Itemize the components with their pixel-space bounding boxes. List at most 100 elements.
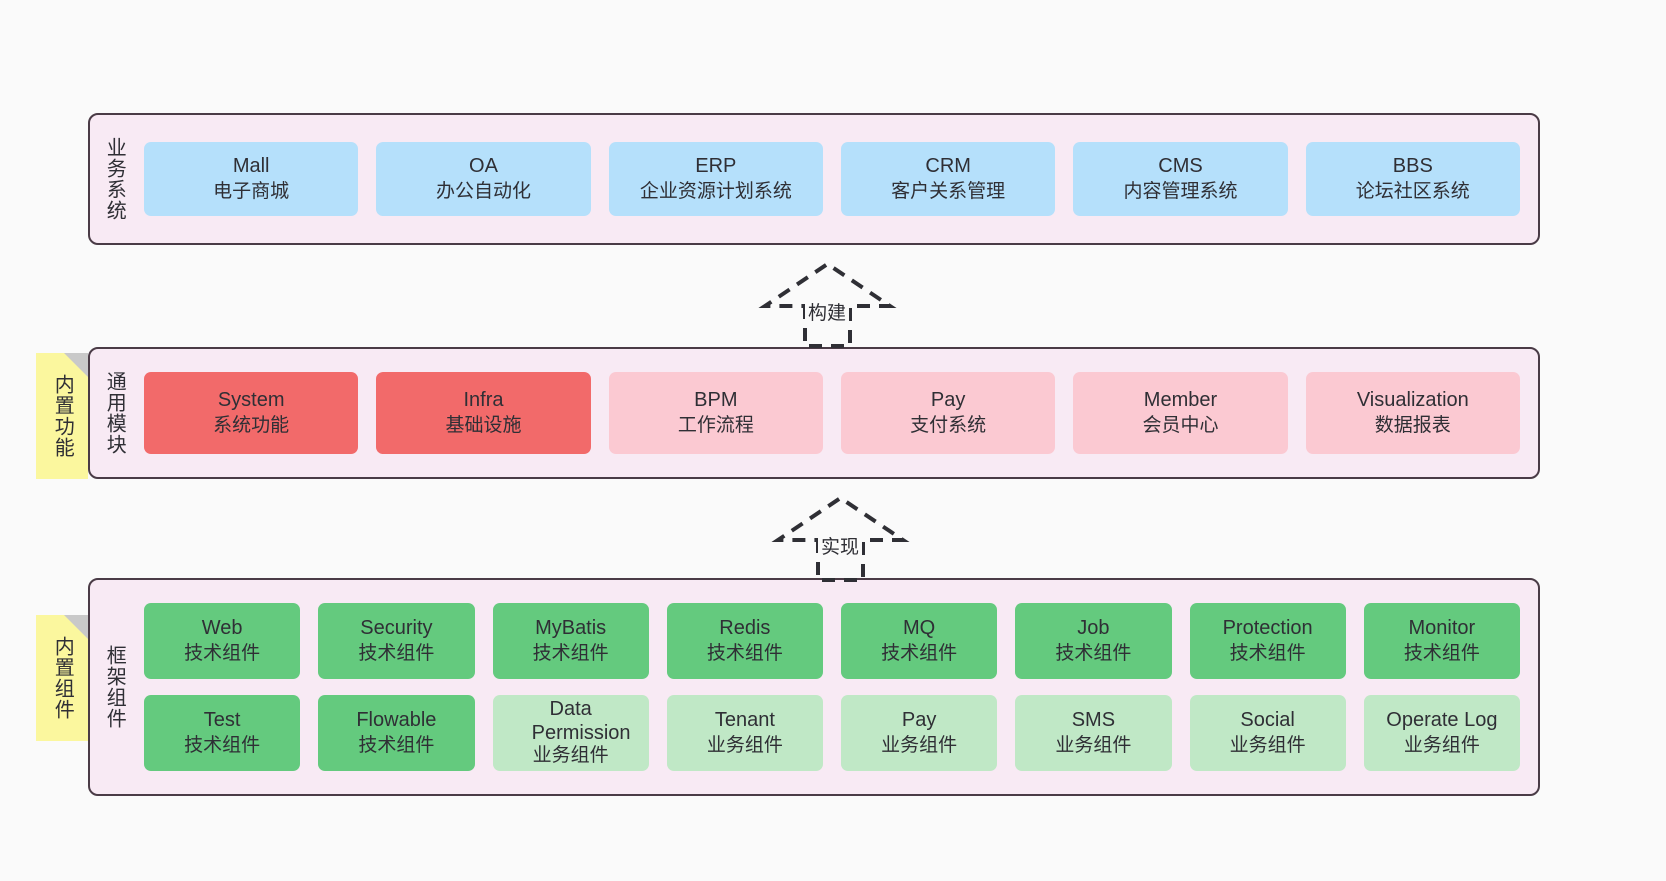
- node-monitor[interactable]: Monitor 技术组件: [1363, 603, 1520, 679]
- node-title: MQ: [903, 617, 936, 640]
- node-row: Test 技术组件 Flowable 技术组件 Data Permission …: [144, 695, 1520, 771]
- layer-label-common-modules: 通用模块: [103, 371, 126, 455]
- node-title: Monitor: [1408, 617, 1476, 640]
- node-tenant[interactable]: Tenant 业务组件: [666, 695, 823, 771]
- node-flowable[interactable]: Flowable 技术组件: [318, 695, 475, 771]
- node-title: CRM: [925, 155, 971, 178]
- sticky-note-label: 内置功能: [51, 374, 74, 458]
- node-title: Test: [203, 709, 241, 732]
- connector-implement: 实现: [768, 492, 928, 582]
- node-title: SMS: [1071, 709, 1116, 732]
- node-bpm[interactable]: BPM 工作流程: [608, 372, 823, 454]
- node-title: Redis: [719, 617, 771, 640]
- node-subtitle: 业务组件: [1055, 734, 1132, 756]
- node-oa[interactable]: OA 办公自动化: [376, 142, 591, 216]
- connector-implement-label: 实现: [818, 532, 863, 559]
- node-bbs[interactable]: BBS 论坛社区系统: [1305, 142, 1520, 216]
- node-infra[interactable]: Infra 基础设施: [376, 372, 591, 454]
- node-subtitle: 办公自动化: [435, 180, 531, 202]
- layer-body-business-systems: Mall 电子商城 OA 办公自动化 ERP 企业资源计划系统 CRM 客户关系…: [138, 115, 1538, 243]
- node-subtitle: 业务组件: [532, 745, 609, 767]
- layer-body-framework-components: Web 技术组件 Security 技术组件 MyBatis 技术组件 Redi…: [138, 580, 1538, 794]
- node-social[interactable]: Social 业务组件: [1189, 695, 1346, 771]
- node-title: Data Permission: [531, 698, 631, 744]
- node-subtitle: 技术组件: [706, 642, 783, 664]
- node-row: Mall 电子商城 OA 办公自动化 ERP 企业资源计划系统 CRM 客户关系…: [144, 142, 1520, 216]
- node-subtitle: 会员中心: [1142, 414, 1219, 436]
- node-sms[interactable]: SMS 业务组件: [1015, 695, 1172, 771]
- node-test[interactable]: Test 技术组件: [144, 695, 301, 771]
- node-title: Protection: [1222, 617, 1313, 640]
- node-subtitle: 企业资源计划系统: [639, 180, 792, 202]
- sticky-note-builtin-components: 内置组件: [36, 615, 88, 741]
- node-title: OA: [469, 155, 498, 178]
- node-data-permission[interactable]: Data Permission 业务组件: [492, 695, 649, 771]
- node-mq[interactable]: MQ 技术组件: [841, 603, 998, 679]
- node-subtitle: 技术组件: [1229, 642, 1306, 664]
- node-cms[interactable]: CMS 内容管理系统: [1073, 142, 1288, 216]
- implement-arrow-icon: [771, 495, 910, 582]
- node-title: ERP: [695, 155, 737, 178]
- connector-build-label: 构建: [805, 298, 850, 325]
- sticky-note-label: 内置组件: [51, 636, 74, 720]
- node-subtitle: 业务组件: [706, 734, 783, 756]
- node-subtitle: 工作流程: [677, 414, 754, 436]
- node-title: Member: [1143, 389, 1218, 412]
- node-title: Social: [1240, 709, 1295, 732]
- node-title: Visualization: [1356, 389, 1469, 412]
- node-title: Mall: [232, 155, 270, 178]
- node-title: Job: [1077, 617, 1110, 640]
- layer-common-modules: 通用模块 System 系统功能 Infra 基础设施 BPM 工作流程 Pay…: [88, 347, 1540, 479]
- layer-business-systems: 业务系统 Mall 电子商城 OA 办公自动化 ERP 企业资源计划系统 CRM…: [88, 113, 1540, 245]
- node-title: Tenant: [714, 709, 775, 732]
- node-subtitle: 技术组件: [1403, 642, 1480, 664]
- node-subtitle: 技术组件: [358, 642, 435, 664]
- node-pay-business[interactable]: Pay 业务组件: [841, 695, 998, 771]
- node-system[interactable]: System 系统功能: [144, 372, 359, 454]
- node-title: CMS: [1158, 155, 1203, 178]
- node-web[interactable]: Web 技术组件: [144, 603, 301, 679]
- node-title: BPM: [694, 389, 738, 412]
- node-mybatis[interactable]: MyBatis 技术组件: [492, 603, 649, 679]
- layer-label-framework-components: 框架组件: [103, 645, 126, 729]
- layer-framework-components: 框架组件 Web 技术组件 Security 技术组件 MyBatis 技术组件…: [88, 578, 1540, 796]
- node-subtitle: 支付系统: [910, 414, 987, 436]
- node-title: BBS: [1392, 155, 1433, 178]
- node-subtitle: 技术组件: [1055, 642, 1132, 664]
- layer-body-common-modules: System 系统功能 Infra 基础设施 BPM 工作流程 Pay 支付系统…: [138, 349, 1538, 477]
- sticky-note-builtin-features: 内置功能: [36, 353, 88, 479]
- node-subtitle: 技术组件: [184, 642, 261, 664]
- node-subtitle: 数据报表: [1374, 414, 1451, 436]
- node-pay[interactable]: Pay 支付系统: [840, 372, 1056, 454]
- node-subtitle: 业务组件: [1229, 734, 1306, 756]
- node-subtitle: 基础设施: [445, 414, 522, 436]
- node-subtitle: 客户关系管理: [891, 180, 1006, 202]
- node-subtitle: 内容管理系统: [1123, 180, 1238, 202]
- node-subtitle: 系统功能: [213, 414, 290, 436]
- node-security[interactable]: Security 技术组件: [318, 603, 475, 679]
- node-title: MyBatis: [535, 617, 607, 640]
- node-title: Infra: [463, 389, 504, 412]
- node-title: Operate Log: [1386, 709, 1498, 732]
- node-row: System 系统功能 Infra 基础设施 BPM 工作流程 Pay 支付系统…: [144, 372, 1520, 454]
- node-erp[interactable]: ERP 企业资源计划系统: [608, 142, 823, 216]
- node-subtitle: 论坛社区系统: [1355, 180, 1470, 202]
- node-subtitle: 电子商城: [213, 180, 290, 202]
- node-mall[interactable]: Mall 电子商城: [144, 142, 359, 216]
- node-protection[interactable]: Protection 技术组件: [1189, 603, 1346, 679]
- node-member[interactable]: Member 会员中心: [1073, 372, 1288, 454]
- node-title: Pay: [901, 709, 937, 732]
- node-subtitle: 业务组件: [881, 734, 958, 756]
- node-title: Security: [360, 617, 433, 640]
- node-operate-log[interactable]: Operate Log 业务组件: [1363, 695, 1520, 771]
- node-subtitle: 技术组件: [184, 734, 261, 756]
- connector-build: 构建: [755, 258, 915, 348]
- node-subtitle: 技术组件: [532, 642, 609, 664]
- node-visualization[interactable]: Visualization 数据报表: [1305, 372, 1520, 454]
- node-row: Web 技术组件 Security 技术组件 MyBatis 技术组件 Redi…: [144, 603, 1520, 679]
- node-job[interactable]: Job 技术组件: [1015, 603, 1172, 679]
- node-crm[interactable]: CRM 客户关系管理: [840, 142, 1056, 216]
- node-redis[interactable]: Redis 技术组件: [666, 603, 823, 679]
- node-title: Pay: [930, 389, 966, 412]
